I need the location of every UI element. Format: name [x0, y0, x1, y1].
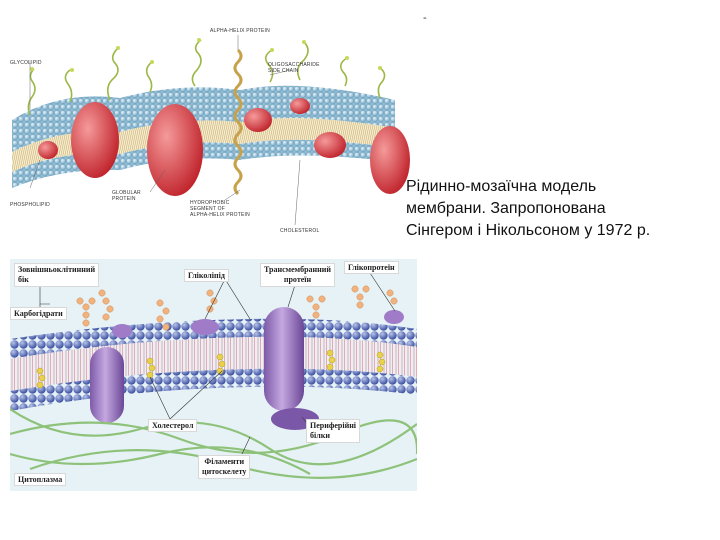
caption-line-3: Сінгером і Нікольсоном у 1972 р.: [406, 222, 651, 239]
globular-protein: [244, 108, 272, 132]
label-peripheral-proteins: Периферійні білки: [306, 419, 361, 443]
caption-line-2: мембрани. Запропонована: [406, 200, 606, 217]
caption-line-1: Рідинно-мозаїчна модель: [406, 178, 597, 195]
label-cytoskeleton-filaments: Філаменти цитоскелету: [198, 455, 251, 479]
bilayer-upper-heads: [10, 318, 417, 359]
globular-protein: [370, 126, 410, 194]
bottom-membrane-art: [10, 272, 417, 479]
sugar-beads: [30, 38, 382, 72]
label-alpha-helix-protein: ALPHA-HELIX PROTEIN: [210, 28, 270, 34]
label-peripheral-line2: білки: [310, 431, 330, 440]
label-oligosaccharide: OLIGOSACCHARIDE: [268, 62, 320, 68]
globular-protein: [290, 98, 310, 114]
label-glycolipid: GLYCOLIPID: [10, 60, 42, 66]
oligosaccharide-chains: [27, 39, 386, 116]
glycoprotein-head: [384, 310, 404, 324]
label-hydrophobic: HYDROPHOBIC: [190, 200, 230, 206]
label-cholesterol: CHOLESTEROL: [280, 228, 319, 234]
globular-protein: [147, 104, 203, 196]
alpha-helix-protein: [233, 48, 243, 196]
label-outer-side: Зовнішньоклітинний бік: [14, 263, 100, 287]
label-alpha-helix-protein-2: ALPHA-HELIX PROTEIN: [190, 212, 250, 218]
label-filaments-line1: Філаменти: [204, 457, 245, 466]
label-glycoprotein: Глікопротеїн: [344, 261, 399, 274]
label-transmembrane-line1: Трансмембранний: [264, 265, 331, 274]
bottom-membrane-diagram: Зовнішньоклітинний бік Карбогідрати Глік…: [10, 259, 417, 491]
globular-protein: [71, 102, 119, 178]
label-carbohydrates: Карбогідрати: [10, 307, 67, 320]
label-outer-side-line2: бік: [18, 275, 29, 284]
globular-protein: [38, 141, 58, 159]
cholesterol-molecules: [36, 349, 386, 389]
label-side-chain: SIDE CHAIN: [268, 68, 299, 74]
label-transmembrane-protein: Трансмембранний протеїн: [260, 263, 335, 287]
globular-protein: [314, 132, 346, 158]
label-outer-side-line1: Зовнішньоклітинний: [18, 265, 96, 274]
label-glycolipid-bottom: Гліколіпід: [184, 269, 229, 282]
label-cytoplasm: Цитоплазма: [14, 473, 67, 486]
caption: Рідинно-мозаїчна модель мембрани. Запроп…: [406, 176, 706, 242]
label-cholesterol-bottom: Холестерол: [148, 419, 198, 432]
label-protein: PROTEIN: [112, 196, 136, 202]
label-peripheral-line1: Периферійні: [310, 421, 357, 430]
peripheral-cap: [112, 324, 132, 338]
leader-lines: [29, 35, 301, 226]
glycolipid-head: [191, 319, 219, 335]
label-segment-of: SEGMENT OF: [190, 206, 225, 212]
membrane-bottom-surface: [12, 139, 395, 188]
top-membrane-diagram: ALPHA-HELIX PROTEIN GLYCOLIPID OLIGOSACC…: [10, 28, 410, 234]
label-filaments-line2: цитоскелету: [202, 467, 247, 476]
label-transmembrane-line2: протеїн: [283, 275, 312, 284]
label-phospholipid: PHOSPHOLIPID: [10, 202, 50, 208]
transmembrane-protein-left: [90, 347, 124, 423]
header-mark: -: [423, 12, 427, 24]
transmembrane-protein-right: [264, 307, 304, 411]
label-globular: GLOBULAR: [112, 190, 141, 196]
carbohydrate-chains: [76, 285, 398, 331]
